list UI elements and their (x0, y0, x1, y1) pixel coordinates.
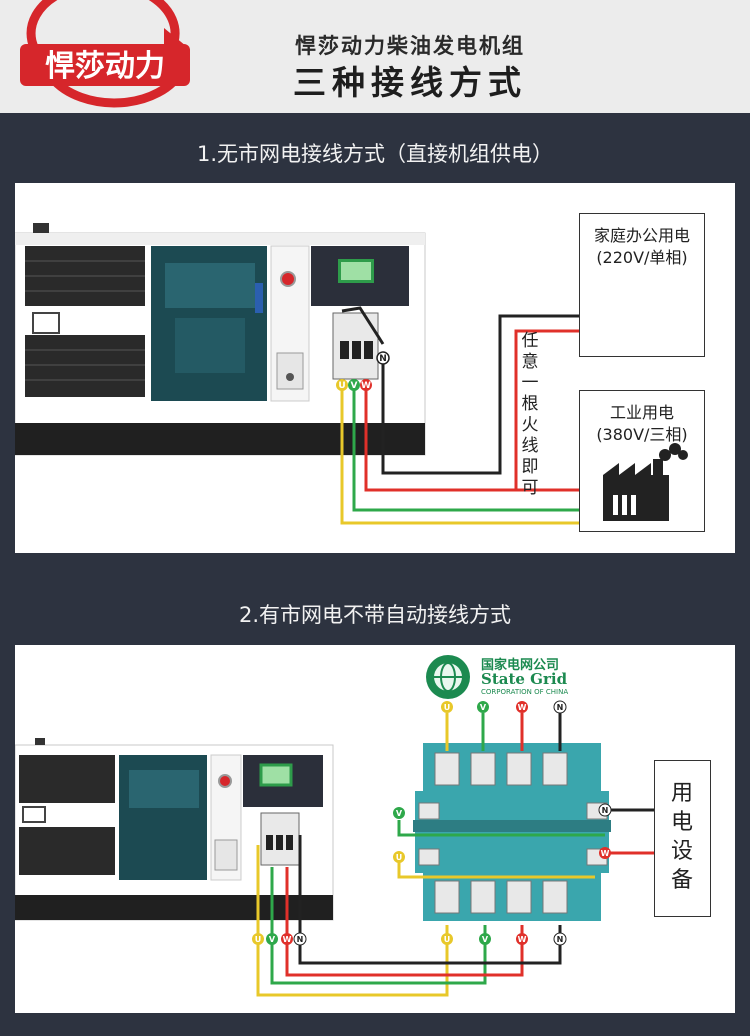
terminal-u-1: U (338, 381, 345, 391)
title-main: 三种接线方式 (293, 63, 527, 102)
terminal-n-grid: N (557, 703, 564, 712)
load-box-home: 家庭办公用电 (220V/单相) (579, 213, 705, 357)
load-industry-line2: (380V/三相) (596, 425, 688, 444)
page-header: 悍莎动力 悍莎动力柴油发电机组 三种接线方式 (0, 0, 750, 113)
terminal-w-1: W (361, 381, 371, 391)
terminal-n-load: N (602, 806, 609, 815)
title-top: 悍莎动力柴油发电机组 (295, 34, 525, 58)
load-home-line2: (220V/单相) (596, 248, 688, 267)
logo-text: 悍莎动力 (45, 49, 165, 84)
terminal-u-grid: U (444, 703, 451, 712)
terminal-w-out: W (518, 935, 527, 944)
state-grid-logo-icon (426, 655, 470, 699)
section1-title: 1.无市网电接线方式（直接机组供电） (196, 142, 554, 166)
terminal-u-gen: U (255, 935, 262, 944)
equipment-label: 用电设备 (670, 781, 693, 893)
load-home-line1: 家庭办公用电 (593, 226, 690, 245)
state-grid-sub: CORPORATION OF CHINA (481, 688, 569, 696)
state-grid-cn: 国家电网公司 (481, 658, 560, 673)
note-any-live-wire: 任意一根 火线即可 (521, 331, 539, 498)
terminal-w-load: W (601, 849, 610, 858)
terminal-v-grid: V (480, 703, 487, 712)
terminal-v-out: V (482, 935, 489, 944)
terminal-v-1: V (351, 381, 358, 391)
section2-diagram: U V W N N W V U U V W N U V W N (15, 655, 655, 997)
terminal-n-out: N (557, 935, 564, 944)
factory-icon (603, 443, 688, 521)
section1-panel: U V W N 家庭办公用电 (220V/单相) 工业用电 (380V/三相) (15, 183, 735, 553)
load-industry-line1: 工业用电 (609, 403, 674, 422)
section2-title: 2.有市网电不带自动接线方式 (238, 603, 512, 627)
terminal-v-side: V (396, 809, 403, 818)
terminal-u-out: U (444, 935, 451, 944)
louvre-panel-bottom (25, 335, 145, 397)
terminal-v-gen: V (269, 935, 276, 944)
terminal-w-gen: W (283, 935, 292, 944)
terminal-n-gen: N (297, 935, 304, 944)
load-box-industry: 工业用电 (380V/三相) (579, 390, 705, 532)
terminal-n-1: N (379, 354, 387, 364)
transfer-switch (413, 743, 611, 921)
state-grid-en: State Grid (481, 670, 568, 688)
brand-logo: 悍莎动力 (20, 0, 190, 108)
section2-panel: U V W N N W V U U V W N U V W N 国家电网公司 S… (15, 645, 735, 1013)
terminal-u-side: U (396, 853, 403, 862)
equipment-box: 用电设备 (654, 760, 711, 917)
terminal-w-grid: W (518, 703, 527, 712)
